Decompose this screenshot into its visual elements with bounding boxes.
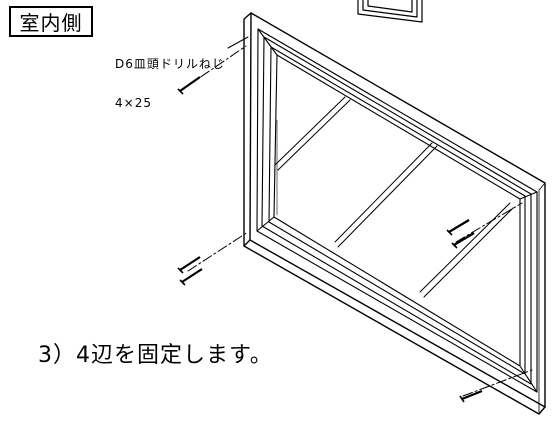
screw-icon bbox=[177, 76, 201, 95]
indoor-side-label: 室内側 bbox=[9, 6, 93, 37]
glass-pane bbox=[274, 96, 514, 298]
indoor-side-text: 室内側 bbox=[19, 11, 83, 35]
upper-frame-fragment bbox=[357, 0, 423, 23]
screw-spec-callout: D6皿頭ドリルねじ 4×25 bbox=[115, 32, 225, 123]
step-instruction: 3）4辺を固定します。 bbox=[38, 343, 273, 368]
screw-spec-name: D6皿頭ドリルねじ bbox=[115, 57, 225, 71]
inner-frame bbox=[256, 28, 538, 393]
screw-spec-size: 4×25 bbox=[115, 96, 152, 110]
callout-leader-line bbox=[227, 36, 249, 49]
screws bbox=[177, 76, 483, 403]
screw-icon bbox=[451, 232, 475, 249]
screw-icon bbox=[177, 256, 201, 274]
screw-icon bbox=[446, 219, 470, 236]
screw-icon bbox=[459, 389, 483, 403]
outer-frame bbox=[243, 12, 546, 415]
screw-center-lines bbox=[185, 45, 533, 397]
screw-icon bbox=[179, 268, 203, 286]
